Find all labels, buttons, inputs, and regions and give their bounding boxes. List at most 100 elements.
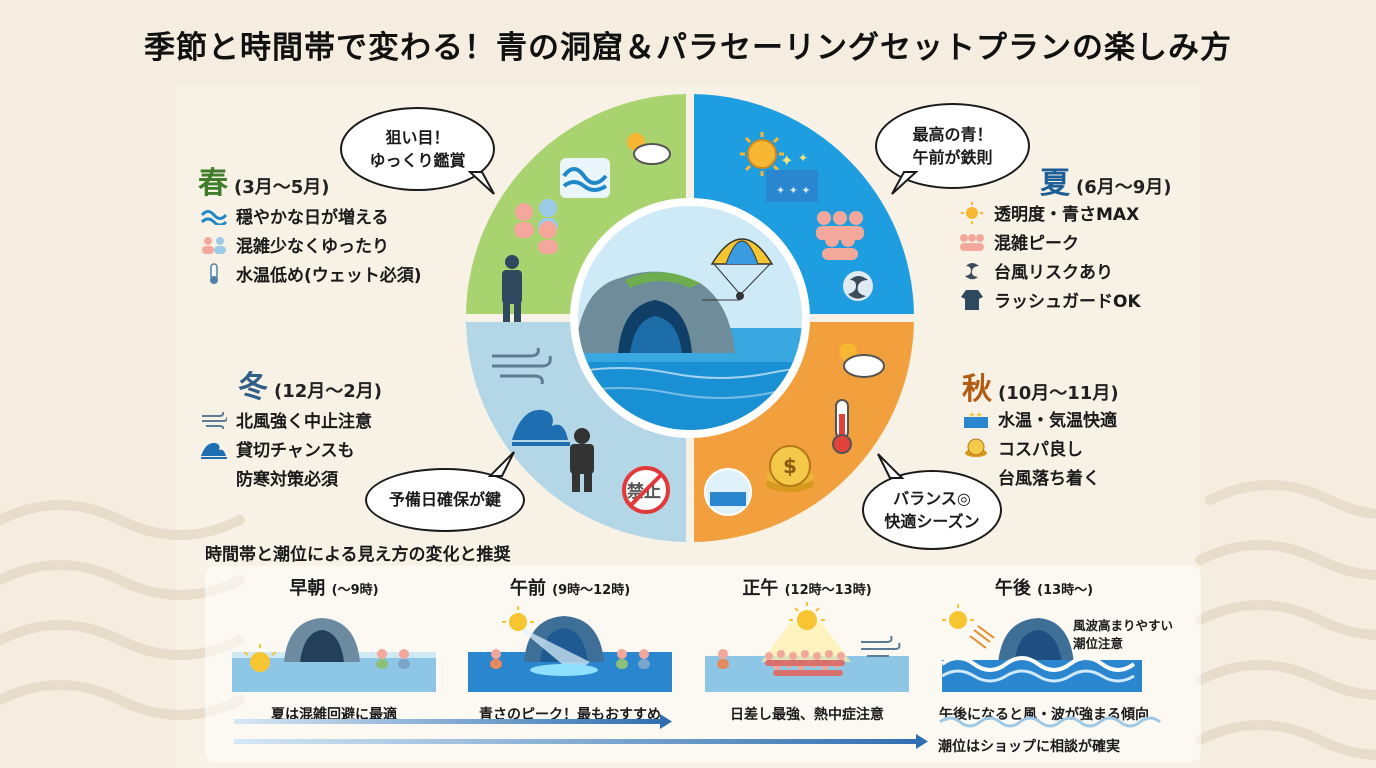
tod-head: 午後 (13時～) xyxy=(928,574,1160,600)
autumn-range: (10月～11月) xyxy=(998,383,1119,404)
wetsuit-icon xyxy=(502,255,522,322)
summer-item-text: ラッシュガードOK xyxy=(994,292,1141,312)
winter-items: 北風強く中止注意 貸切チャンスも 防寒対策必須 xyxy=(200,408,372,490)
summer-heading: 夏 (6月～9月) xyxy=(1040,158,1172,202)
winter-heading: 冬 (12月～2月) xyxy=(238,362,382,406)
early-morning-scene xyxy=(232,618,436,692)
autumn-bubble-line1: バランス◎ xyxy=(893,488,971,508)
afternoon-warning-line2: 潮位注意 xyxy=(1073,636,1124,652)
autumn-coins-icon: $ xyxy=(766,445,814,492)
blank-icon xyxy=(200,467,228,489)
svg-text:✦✦: ✦✦ xyxy=(968,411,984,421)
winter-bubble-line1: 予備日確保が鍵 xyxy=(388,490,501,510)
tod-card-noon: 正午 (12時～13時) 日差し最強、熱中症注意 xyxy=(691,574,923,724)
winter-kanji: 冬 xyxy=(238,370,268,405)
wind-icon xyxy=(200,409,228,431)
sun-icon xyxy=(958,201,986,224)
tod-head: 早朝 (～9時) xyxy=(218,574,450,600)
spring-cloud-sun-icon xyxy=(627,133,671,165)
tod-sub: (13時～) xyxy=(1037,583,1094,598)
autumn-sea-icon xyxy=(704,468,752,516)
prohibited-sign-icon: 禁止 xyxy=(622,466,670,514)
svg-text:$: $ xyxy=(783,454,797,478)
autumn-items: ✦✦ 水温・気温快適 コスパ良し 台風落ち着く xyxy=(962,407,1117,489)
spring-bubble: 狙い目！ ゆっくり鑑賞 xyxy=(340,107,495,191)
summer-typhoon-icon xyxy=(843,271,873,301)
people-icon xyxy=(200,234,228,256)
tod-head: 午前 (9時～12時) xyxy=(454,574,686,600)
summer-crowd-icon xyxy=(816,211,864,260)
tod-name: 午後 xyxy=(994,578,1031,599)
autumn-item-text: 水温・気温快適 xyxy=(998,411,1117,431)
spring-people-icon xyxy=(514,199,558,254)
afternoon-scene xyxy=(940,604,1142,692)
tod-note: 日差し最強、熱中症注意 xyxy=(730,707,884,723)
spring-heading: 春 (3月～5月) xyxy=(198,158,330,202)
tod-card-morning: 午前 (9時～12時) 青さのピーク！最もおすすめ xyxy=(454,574,686,724)
autumn-bubble-line2: 快適シーズン xyxy=(884,512,980,531)
summer-item-text: 混雑ピーク xyxy=(994,234,1079,254)
timeline-arrows xyxy=(234,714,928,749)
summer-sun-icon xyxy=(740,132,784,176)
morning-scene xyxy=(468,606,672,692)
thermometer-icon xyxy=(200,262,228,285)
spring-kanji: 春 xyxy=(198,166,228,201)
noon-scene xyxy=(705,602,909,692)
list-item: 混雑少なくゆったり xyxy=(200,233,422,257)
summer-bubble-tail xyxy=(891,171,919,195)
summer-bubble-line1: 最高の青！ xyxy=(912,124,993,144)
summer-bubble-line2: 午前が鉄則 xyxy=(912,148,993,167)
spring-bubble-line2: ゆっくり鑑賞 xyxy=(369,151,466,170)
spring-range: (3月～5月) xyxy=(234,177,330,198)
list-item: 台風落ち着く xyxy=(962,465,1117,489)
summer-sparkle-water-icon: ✦ ✦ ✦ ✦ ✦ xyxy=(766,151,818,202)
wave-icon xyxy=(200,205,228,227)
autumn-item-text: コスパ良し xyxy=(998,440,1083,460)
list-item: コスパ良し xyxy=(962,436,1117,460)
winter-range: (12月～2月) xyxy=(274,381,383,402)
list-item: 穏やかな日が増える xyxy=(200,204,422,228)
tod-sub: (～9時) xyxy=(331,583,379,598)
wave-icon xyxy=(200,438,228,460)
summer-item-text: 透明度・青さMAX xyxy=(994,205,1140,225)
autumn-thermometer-icon xyxy=(832,399,852,454)
winter-bubble-tail xyxy=(488,451,515,477)
svg-text:✦: ✦ xyxy=(798,151,808,165)
tide-wave-line xyxy=(939,716,1161,728)
autumn-item-text: 台風落ち着く xyxy=(998,469,1100,489)
page-title: 季節と時間帯で変わる！青の洞窟＆パラセーリングセットプランの楽しみ方 xyxy=(144,30,1232,66)
season-wheel: ✦ ✦ ✦ ✦ ✦ $ xyxy=(466,94,914,542)
tod-sub: (9時～12時) xyxy=(552,583,631,598)
list-item: 貸切チャンスも xyxy=(200,437,372,461)
spring-item-text: 穏やかな日が増える xyxy=(236,208,389,228)
autumn-cloud-sun-icon xyxy=(839,343,885,378)
spring-item-text: 水温低め(ウェット必須) xyxy=(236,266,422,286)
autumn-bubble-tail xyxy=(877,453,905,479)
list-item: 防寒対策必須 xyxy=(200,466,372,490)
summer-bubble: 最高の青！ 午前が鉄則 xyxy=(875,103,1030,189)
afternoon-warning: 風波高まりやすい 潮位注意 xyxy=(1073,617,1173,653)
sand-wave-background xyxy=(0,480,1376,760)
time-of-day-title: 時間帯と潮位による見え方の変化と推奨 xyxy=(205,545,511,565)
autumn-kanji: 秋 xyxy=(962,372,992,407)
spring-items: 穏やかな日が増える 混雑少なくゆったり 水温低め(ウェット必須) xyxy=(200,204,422,286)
list-item: 透明度・青さMAX xyxy=(958,201,1141,225)
tod-name: 正午 xyxy=(742,578,779,599)
spring-bubble-line1: 狙い目！ xyxy=(385,127,450,147)
afternoon-warning-line1: 風波高まりやすい xyxy=(1073,618,1174,633)
coin-icon xyxy=(962,437,990,459)
winter-item-text: 北風強く中止注意 xyxy=(236,412,372,432)
tide-note: 潮位はショップに相談が確実 xyxy=(938,739,1120,755)
crowd-icon xyxy=(958,231,986,253)
tod-sub: (12時～13時) xyxy=(784,583,872,598)
tod-name: 早朝 xyxy=(289,578,326,599)
rashguard-icon xyxy=(958,289,986,311)
list-item: 混雑ピーク xyxy=(958,230,1141,254)
spring-bubble-tail xyxy=(468,171,495,195)
tod-head: 正午 (12時～13時) xyxy=(691,574,923,600)
sparkle-water-icon: ✦✦ xyxy=(962,408,990,430)
typhoon-icon xyxy=(958,260,986,282)
spring-item-text: 混雑少なくゆったり xyxy=(236,237,389,257)
list-item: ラッシュガードOK xyxy=(958,288,1141,312)
svg-text:✦ ✦ ✦: ✦ ✦ ✦ xyxy=(776,184,811,197)
